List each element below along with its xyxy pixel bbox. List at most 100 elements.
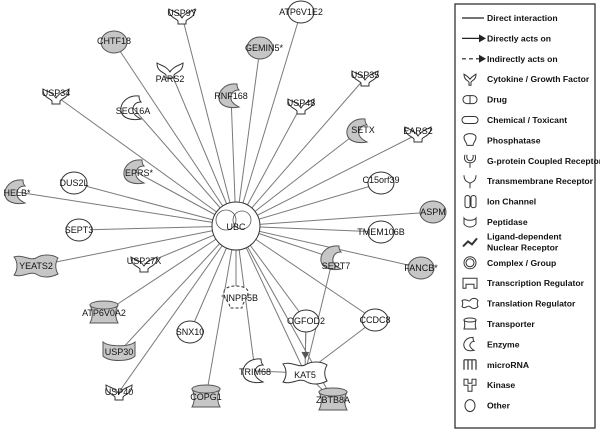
cytokine-icon: [287, 98, 315, 115]
node-ears2[interactable]: EARS2: [403, 126, 433, 143]
other-icon: [292, 309, 320, 333]
node-label: KAT5: [294, 370, 316, 380]
node-chtf18[interactable]: CHTF18: [97, 30, 131, 54]
legend-item-microrna: microRNA: [463, 359, 529, 370]
node-label: USP35: [351, 70, 380, 80]
edge-ubc-usp9y: [181, 15, 237, 227]
node-usp48[interactable]: USP48: [287, 98, 316, 115]
legend-item-peptidase: Peptidase: [463, 216, 528, 228]
node-usp34[interactable]: USP34: [42, 88, 71, 105]
node-dus2l[interactable]: DUS2L: [59, 171, 89, 195]
enzyme-icon: [123, 159, 146, 185]
translation-icon: [282, 361, 328, 385]
node-helb[interactable]: HELB*: [3, 179, 31, 205]
legend-item-drug: Drug: [462, 95, 507, 105]
edge-ubc-fancb: [235, 225, 422, 269]
node-label: CCDC8: [359, 315, 390, 325]
cytokine-icon: [463, 73, 477, 86]
node-label: SEC16A: [116, 106, 151, 116]
transporter-icon: [463, 317, 477, 330]
node-yeats2[interactable]: YEATS2: [13, 254, 59, 278]
node-label: SEPT3: [65, 225, 94, 235]
node-zbtb8a[interactable]: ZBTB8A: [316, 387, 350, 411]
node-label: OGFOD2: [287, 316, 325, 326]
node-ccdc8[interactable]: CCDC8: [359, 308, 391, 332]
node-label: YEATS2: [19, 261, 53, 271]
node-usp30[interactable]: USP30: [102, 340, 136, 361]
node-sec16a[interactable]: SEC16A: [116, 95, 151, 121]
edge-ubc-ccdc8: [235, 225, 376, 321]
node-gemin5[interactable]: GEMIN5*: [245, 36, 284, 60]
edge-ubc-ears2: [235, 133, 419, 227]
other-icon: [361, 308, 389, 332]
node-snx10[interactable]: SNX10: [176, 320, 205, 344]
legend-label: G-protein Coupled Receptor: [487, 156, 600, 166]
node-label: ZBTB8A: [316, 395, 350, 405]
transporter-icon: [191, 384, 221, 408]
node-label: SETX: [351, 125, 375, 135]
edge-kat5-sept7: [304, 257, 334, 374]
cytokine-icon: [404, 126, 432, 143]
node-tmem106b[interactable]: TMEM106B: [357, 220, 405, 244]
legend-item-chemical: Chemical / Toxicant: [461, 115, 567, 125]
node-ubc[interactable]: UBC: [211, 201, 261, 251]
node-pars2[interactable]: PARS2: [156, 62, 185, 84]
legend-item-translation: Translation Regulator: [461, 297, 576, 309]
node-label: CHTF18: [97, 36, 131, 46]
transporter-icon: [89, 300, 119, 324]
node-label: INPP5B: [226, 293, 258, 303]
edge-ubc-helb: [16, 191, 237, 227]
node-sept3[interactable]: SEPT3: [65, 218, 94, 242]
node-usp35[interactable]: USP35: [351, 70, 380, 87]
node-rnf168[interactable]: RNF168: [214, 83, 248, 109]
kinase-icon: [463, 378, 477, 392]
node-label: GEMIN5*: [245, 43, 284, 53]
node-label: EARS2: [403, 126, 433, 136]
node-label: USP27X: [127, 256, 162, 266]
node-label: RNF168: [214, 91, 248, 101]
node-eprs[interactable]: EPRS*: [123, 159, 154, 185]
edge-ubc-usp35: [235, 77, 366, 227]
enzyme-icon: [120, 95, 143, 121]
arrowhead-icon: [301, 351, 310, 360]
other-icon: [60, 171, 88, 195]
edge-ubc-copg1: [205, 225, 237, 398]
legend-label: Transcription Regulator: [487, 278, 585, 288]
legend-item-enzyme: Enzyme: [463, 336, 520, 352]
legend-label: Enzyme: [487, 339, 520, 349]
node-c15orf39[interactable]: C15orf39: [362, 171, 400, 195]
node-atp6v1e2[interactable]: ATP6V1E2: [279, 0, 323, 24]
other-icon: [65, 218, 93, 242]
legend-label: Chemical / Toxicant: [487, 115, 567, 125]
edge-ubc-dus2l: [73, 182, 237, 227]
edge-ubc-aspm: [235, 211, 434, 227]
node-setx[interactable]: SETX: [346, 118, 375, 144]
node-copg1[interactable]: COPG1: [190, 384, 222, 408]
node-usp27x[interactable]: USP27X: [127, 256, 162, 273]
legend-item-arrow-dashed: Indirectly acts on: [462, 54, 558, 64]
node-fancb[interactable]: FANCB*: [404, 256, 438, 280]
node-label: ATP6V1E2: [279, 7, 323, 17]
peptidase-icon: [463, 216, 477, 228]
node-aspm[interactable]: ASPM: [419, 200, 447, 224]
node-atp6v0a2[interactable]: ATP6V0A2: [82, 300, 126, 324]
node-ogfod2[interactable]: OGFOD2: [287, 309, 325, 333]
node-inpp5b[interactable]: INPP5B: [223, 285, 258, 309]
legend-item-gpcr: G-protein Coupled Receptor: [464, 154, 600, 168]
edge-ubc-usp40: [118, 225, 237, 393]
node-label: TMEM106B: [357, 227, 405, 237]
legend-item-transcription: Transcription Regulator: [462, 277, 585, 289]
node-usp9y[interactable]: USP9Y: [167, 8, 197, 25]
edge-ubc-c15orf39: [235, 182, 382, 227]
other-icon: [407, 256, 435, 280]
node-sept7[interactable]: SEPT7: [320, 245, 350, 271]
legend-label: Complex / Group: [487, 258, 556, 268]
legend-label: Nuclear Receptor: [487, 242, 559, 252]
node-usp40[interactable]: USP40: [105, 384, 134, 401]
node-kat5[interactable]: KAT5: [282, 361, 328, 385]
node-trim68[interactable]: TRIM68: [239, 358, 271, 384]
translation-icon: [13, 254, 59, 278]
